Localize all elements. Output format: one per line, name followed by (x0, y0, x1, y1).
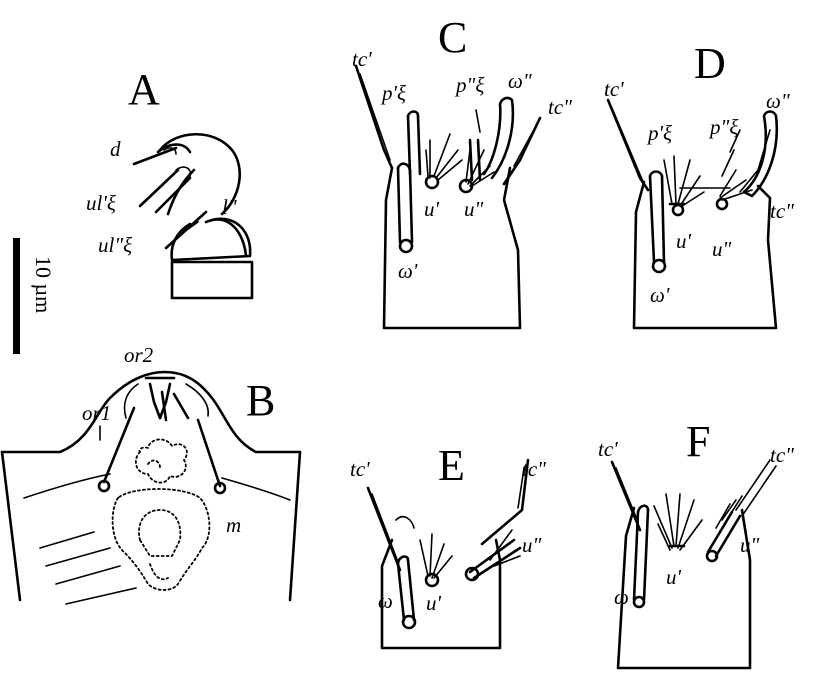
scale-bar: 10 µm (13, 238, 56, 354)
label-d-tc1: tc' (604, 77, 624, 101)
label-c-w2: ω" (508, 69, 532, 93)
label-d-w1: ω' (650, 283, 670, 307)
label-a-d: d (110, 137, 121, 161)
label-d-u1: u' (676, 229, 692, 253)
panel-letter-d: D (694, 39, 726, 88)
label-d-p1: p'ξ (646, 121, 672, 145)
label-b-or2: or2 (124, 343, 154, 367)
label-f-u1: u' (666, 565, 682, 589)
panel-c-drawing (356, 66, 540, 328)
panel-letter-b: B (246, 376, 275, 425)
panel-d-drawing (608, 100, 777, 328)
panel-letter-e: E (438, 441, 465, 490)
label-f-w: ω (614, 585, 629, 609)
panel-f-drawing (612, 460, 776, 668)
label-c-u1: u' (424, 197, 440, 221)
label-d-tc2: tc" (770, 199, 794, 223)
label-e-u2: u" (522, 533, 542, 557)
label-d-w2: ω" (766, 89, 790, 113)
panel-letter-f: F (686, 417, 710, 466)
label-c-u2: u" (464, 197, 484, 221)
label-e-u1: u' (426, 591, 442, 615)
label-d-u2: u" (712, 237, 732, 261)
label-b-or1: or1 (82, 401, 111, 425)
label-c-tc2: tc" (548, 95, 572, 119)
label-c-tc1: tc' (352, 47, 372, 71)
scale-bar-label: 10 µm (31, 256, 56, 313)
label-c-p1: p'ξ (380, 81, 406, 105)
panel-letter-a: A (128, 65, 160, 114)
label-c-p2: p"ξ (454, 73, 484, 97)
label-d-p2: p"ξ (708, 115, 738, 139)
panel-letter-c: C (438, 13, 467, 62)
label-f-tc2: tc" (770, 443, 794, 467)
label-c-w1: ω' (398, 259, 418, 283)
label-a-ul2: ul"ξ (98, 233, 132, 257)
label-e-w: ω (378, 589, 393, 613)
label-e-tc2: tc" (522, 457, 546, 481)
label-a-ul1: ul'ξ (86, 191, 116, 215)
label-b-m: m (226, 513, 241, 537)
label-e-tc1: tc' (350, 457, 370, 481)
label-f-tc1: tc' (598, 437, 618, 461)
label-f-u2: u" (740, 533, 760, 557)
label-a-l2: l" (222, 195, 237, 219)
